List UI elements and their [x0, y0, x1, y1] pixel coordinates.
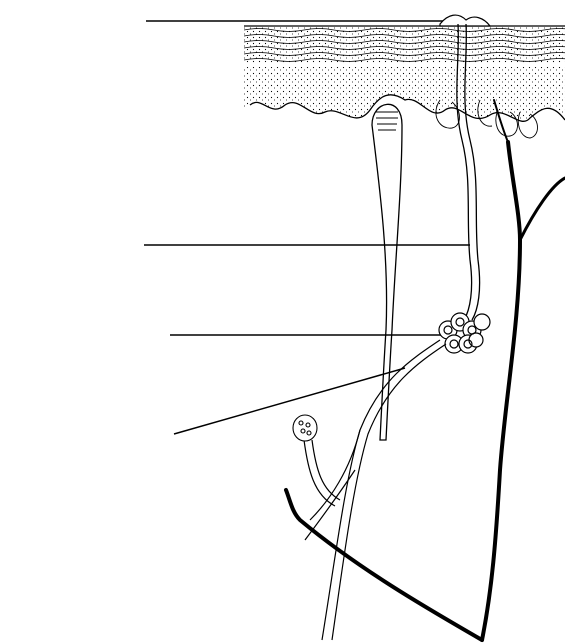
fluid-droplet [440, 15, 490, 26]
nerve-fibre [286, 100, 565, 640]
blood-capillaries [304, 340, 446, 640]
leader-line-capillary [174, 368, 405, 434]
hair-follicle [372, 104, 402, 440]
sweat-gland-coil [439, 313, 490, 353]
skin-layers [244, 26, 565, 126]
capillary-bulb [293, 415, 317, 441]
